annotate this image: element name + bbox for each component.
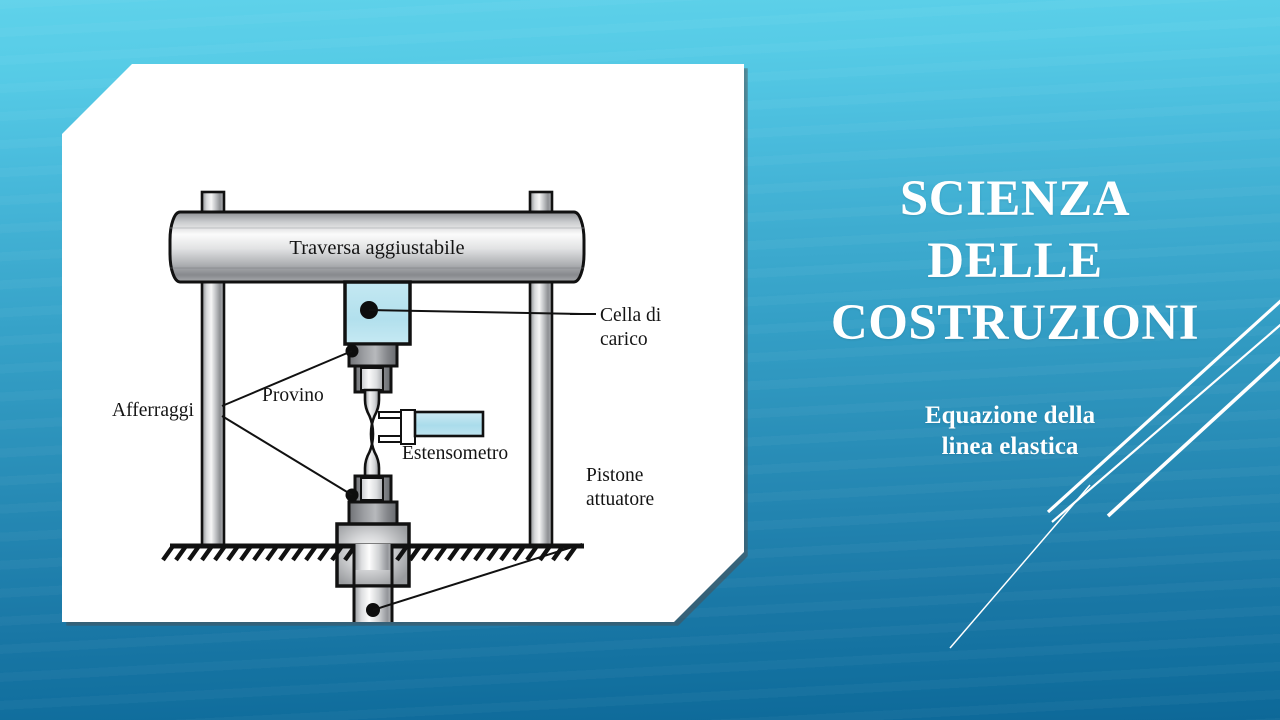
label-extensometer: Estensometro	[402, 443, 508, 464]
load-cell	[343, 280, 412, 346]
extensometer	[378, 409, 485, 445]
slide-subtitle-line-2: linea elastica	[941, 433, 1079, 460]
picture-card: Traversa aggiustabile	[62, 64, 748, 626]
label-crosshead: Traversa aggiustabile	[289, 237, 464, 259]
slide-title-line-2: DELLE	[927, 233, 1103, 289]
slide-subtitle: Equazione della linea elastica	[790, 400, 1230, 462]
ground-fixed-support	[161, 543, 584, 622]
picture-card-surface: Traversa aggiustabile	[62, 64, 744, 622]
slide-title-line-3: COSTRUZIONI	[830, 295, 1200, 351]
slide-title-line-1: SCIENZA	[899, 171, 1131, 227]
leader-lines	[221, 309, 596, 611]
streak-line-4	[949, 484, 1091, 649]
upper-grip-assembly	[345, 342, 399, 394]
lower-grip-assembly	[345, 474, 399, 526]
label-load-cell-line1: Cella di	[600, 305, 662, 326]
label-piston-line2: attuatore	[586, 489, 654, 510]
label-grips: Afferraggi	[112, 400, 195, 421]
slide-subtitle-line-1: Equazione della	[924, 402, 1096, 429]
tensile-testing-machine-diagram: Traversa aggiustabile	[112, 190, 662, 622]
label-load-cell-line2: carico	[600, 329, 648, 350]
label-piston-line1: Pistone	[586, 465, 643, 486]
test-specimen	[363, 388, 381, 480]
slide-title: SCIENZA DELLE COSTRUZIONI	[770, 168, 1260, 354]
actuator-piston-rod	[352, 584, 394, 622]
label-specimen: Provino	[262, 385, 324, 406]
